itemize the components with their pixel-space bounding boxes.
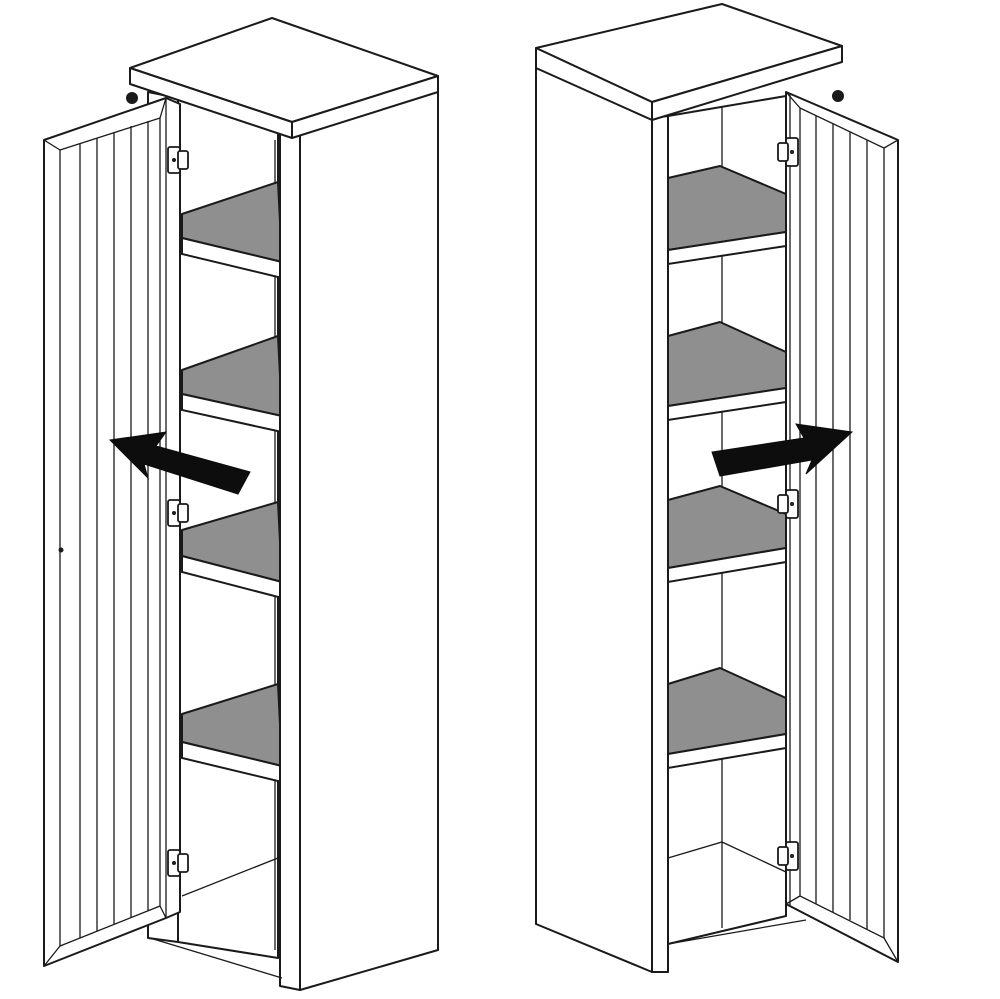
left-hinge-middle-icon — [167, 499, 189, 527]
right-door-grooves — [815, 116, 868, 929]
left-hinge-bottom-icon — [167, 849, 189, 877]
right-hinge-top-icon — [777, 137, 799, 167]
right-door-bevels — [785, 91, 899, 963]
right-hinge-middle-icon — [777, 489, 799, 519]
right-cabinet-hinges — [777, 90, 844, 871]
left-door-bevels — [43, 97, 167, 967]
left-arrow-icon — [108, 431, 251, 495]
left-cabinet-plinth — [149, 937, 283, 979]
right-cabinet-top-side-edge — [651, 45, 843, 121]
left-cabinet-top-side-edge — [291, 75, 439, 139]
right-top-pin-icon — [832, 90, 844, 102]
left-cabinet-front-frame — [279, 127, 301, 991]
left-cabinet-door — [43, 97, 181, 967]
left-bottom-shelf-line — [181, 857, 279, 897]
left-cabinet — [43, 17, 439, 991]
right-bottom-shelf-line — [667, 841, 787, 873]
left-cabinet-hinges — [126, 92, 189, 877]
left-cabinet-side-panel — [299, 89, 439, 991]
right-hinge-bottom-icon — [777, 841, 799, 871]
right-cabinet — [535, 3, 899, 973]
left-door-knob-icon — [58, 547, 64, 553]
right-cabinet-front-frame — [651, 115, 669, 973]
right-cabinet-door — [785, 91, 899, 963]
right-door-panel — [785, 91, 899, 963]
left-door-grooves — [79, 121, 149, 938]
right-cabinet-plinth — [667, 919, 807, 945]
left-top-pin-icon — [126, 92, 138, 104]
right-cabinet-shelves — [667, 165, 787, 873]
right-arrow-icon — [711, 423, 854, 477]
left-hinge-top-icon — [167, 146, 189, 174]
right-cabinet-side-panel — [535, 67, 653, 973]
